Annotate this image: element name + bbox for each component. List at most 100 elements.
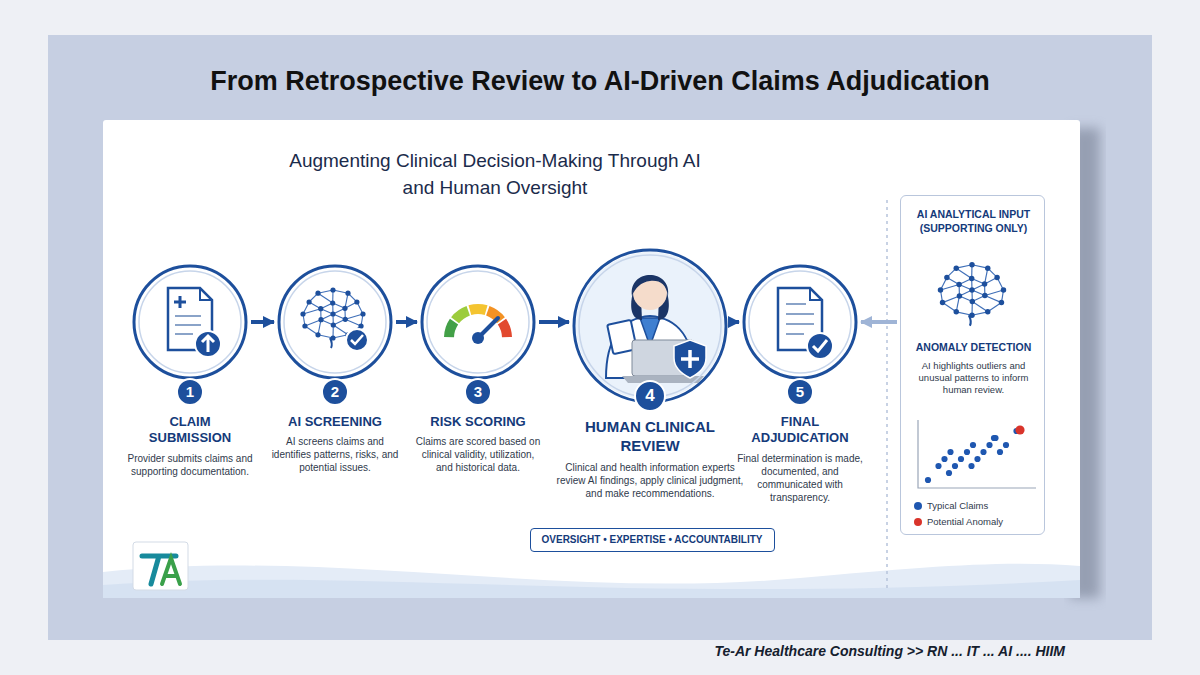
network-icon-part <box>969 262 974 267</box>
clinician-figure-part <box>576 252 724 400</box>
document-upload-icon-part <box>175 316 201 334</box>
network-icon-part <box>985 265 990 270</box>
network-icon-part <box>318 306 323 311</box>
network-icon-part <box>315 332 320 337</box>
gauge-icon-part <box>444 319 458 337</box>
network-icon-part <box>315 291 320 296</box>
step-heading: HUMAN CLINICAL REVIEW <box>575 418 725 456</box>
network-icon-part <box>969 287 974 292</box>
principle-banner: OVERSIGHT • EXPERTISE • ACCOUNTABILITY <box>530 528 775 552</box>
panel-heading: AI ANALYTICAL INPUT (SUPPORTING ONLY) <box>906 208 1041 235</box>
process-circle: 4HUMAN CLINICAL REVIEWClinical and healt… <box>572 248 728 404</box>
scatter-plot-part <box>992 435 998 441</box>
scatter-plot-part <box>947 449 953 455</box>
circle-outline <box>420 264 536 380</box>
circle-ring <box>744 266 856 378</box>
scatter-plot-part <box>968 463 974 469</box>
document-check-icon <box>778 288 833 359</box>
document-check-icon-part <box>786 304 814 334</box>
scatter-plot-part <box>952 463 958 469</box>
circle-ring <box>749 271 851 373</box>
step-number: 2 <box>321 378 349 406</box>
step-heading: RISK SCORING <box>420 414 536 430</box>
circle-outline <box>132 264 248 380</box>
network-icon-part <box>360 311 365 316</box>
network-icon-part <box>954 309 959 314</box>
document-upload-icon <box>168 288 221 357</box>
process-circle: 2AI SCREENINGAI screens claims and ident… <box>277 264 393 380</box>
document-upload-icon-part <box>195 331 221 357</box>
network-icon-part <box>940 300 945 305</box>
network-icon-part <box>1001 287 1006 292</box>
scatter-plot-part <box>1015 425 1024 434</box>
network-icon-part <box>954 265 959 270</box>
network-icon-part <box>972 302 987 312</box>
network-icon-part <box>345 314 363 319</box>
scatter-plot-part <box>997 449 1003 455</box>
scatter-plot-part <box>935 463 941 469</box>
network-icon-part <box>358 323 363 328</box>
network-icon-part <box>343 317 348 322</box>
circle-ring <box>284 271 386 373</box>
scatter-plot-part <box>980 449 986 455</box>
circle-outline <box>742 264 858 380</box>
gauge-icon-part <box>468 304 487 315</box>
network-icon <box>938 262 1006 326</box>
step-description: Provider submits claims and supporting d… <box>124 452 256 478</box>
scatter-plot-part <box>946 470 952 476</box>
step-number: 1 <box>176 378 204 406</box>
legend-label: Typical Claims <box>927 500 988 511</box>
process-circle: 3RISK SCORINGClaims are scored based on … <box>420 264 536 380</box>
network-icon-part <box>938 287 943 292</box>
clinician-figure-part <box>681 350 699 368</box>
gauge-icon-part <box>451 306 470 323</box>
network-icon-part <box>302 323 307 328</box>
step-heading: FINAL ADJUDICATION <box>742 414 858 447</box>
gauge-icon-part <box>472 332 484 344</box>
step-description: Final determination is made, documented,… <box>734 452 866 504</box>
network-icon-part <box>330 311 335 316</box>
step-heading: CLAIM SUBMISSION <box>132 414 248 447</box>
flow-arrow <box>539 320 569 324</box>
circle-ring <box>579 255 721 397</box>
document-check-icon-part <box>813 340 827 351</box>
step-description: Clinical and health information experts … <box>550 461 750 500</box>
scatter-plot-part <box>958 456 964 462</box>
network-icon-part <box>330 300 335 305</box>
network-icon-part <box>346 329 368 351</box>
legend-swatch <box>914 518 922 526</box>
network-icon-part <box>982 281 987 286</box>
network-icon-part <box>999 300 1004 305</box>
network-icon-part <box>306 299 311 304</box>
section-heading: ANOMALY DETECTION <box>906 341 1041 355</box>
content-card-ground <box>103 120 1080 598</box>
divider-line <box>886 200 888 592</box>
network-icon-part <box>331 322 336 327</box>
legend-label: Potential Anomaly <box>927 516 1003 527</box>
step-description: Claims are scored based on clinical vali… <box>412 435 544 474</box>
circle-ring <box>422 266 534 378</box>
network-icon-part <box>351 335 363 344</box>
scatter-plot-part <box>941 456 947 462</box>
step-number: 3 <box>464 378 492 406</box>
network-icon-part <box>318 293 333 303</box>
legend-entry: Typical Claims <box>914 496 988 514</box>
page-title: From Retrospective Review to AI-Driven C… <box>50 66 1150 97</box>
process-circle: 1CLAIM SUBMISSIONProvider submits claims… <box>132 264 248 380</box>
scatter-plot-part <box>986 442 992 448</box>
scatter-plot-part <box>918 420 1036 488</box>
circle-ring <box>279 266 391 378</box>
subtitle: Augmenting Clinical Decision-Making Thro… <box>280 148 710 201</box>
network-icon-part <box>957 293 962 298</box>
network-icon-part <box>303 309 321 314</box>
gauge-icon <box>444 304 512 344</box>
wave-decoration <box>103 580 1080 598</box>
process-circle: 5FINAL ADJUDICATIONFinal determination i… <box>742 264 858 380</box>
document-check-icon-part <box>810 288 822 300</box>
document-upload-icon-part <box>202 336 214 352</box>
step-number: 4 <box>634 380 666 412</box>
network-icon-part <box>970 299 975 304</box>
banner-text: OVERSIGHT • EXPERTISE • ACCOUNTABILITY <box>542 529 763 550</box>
